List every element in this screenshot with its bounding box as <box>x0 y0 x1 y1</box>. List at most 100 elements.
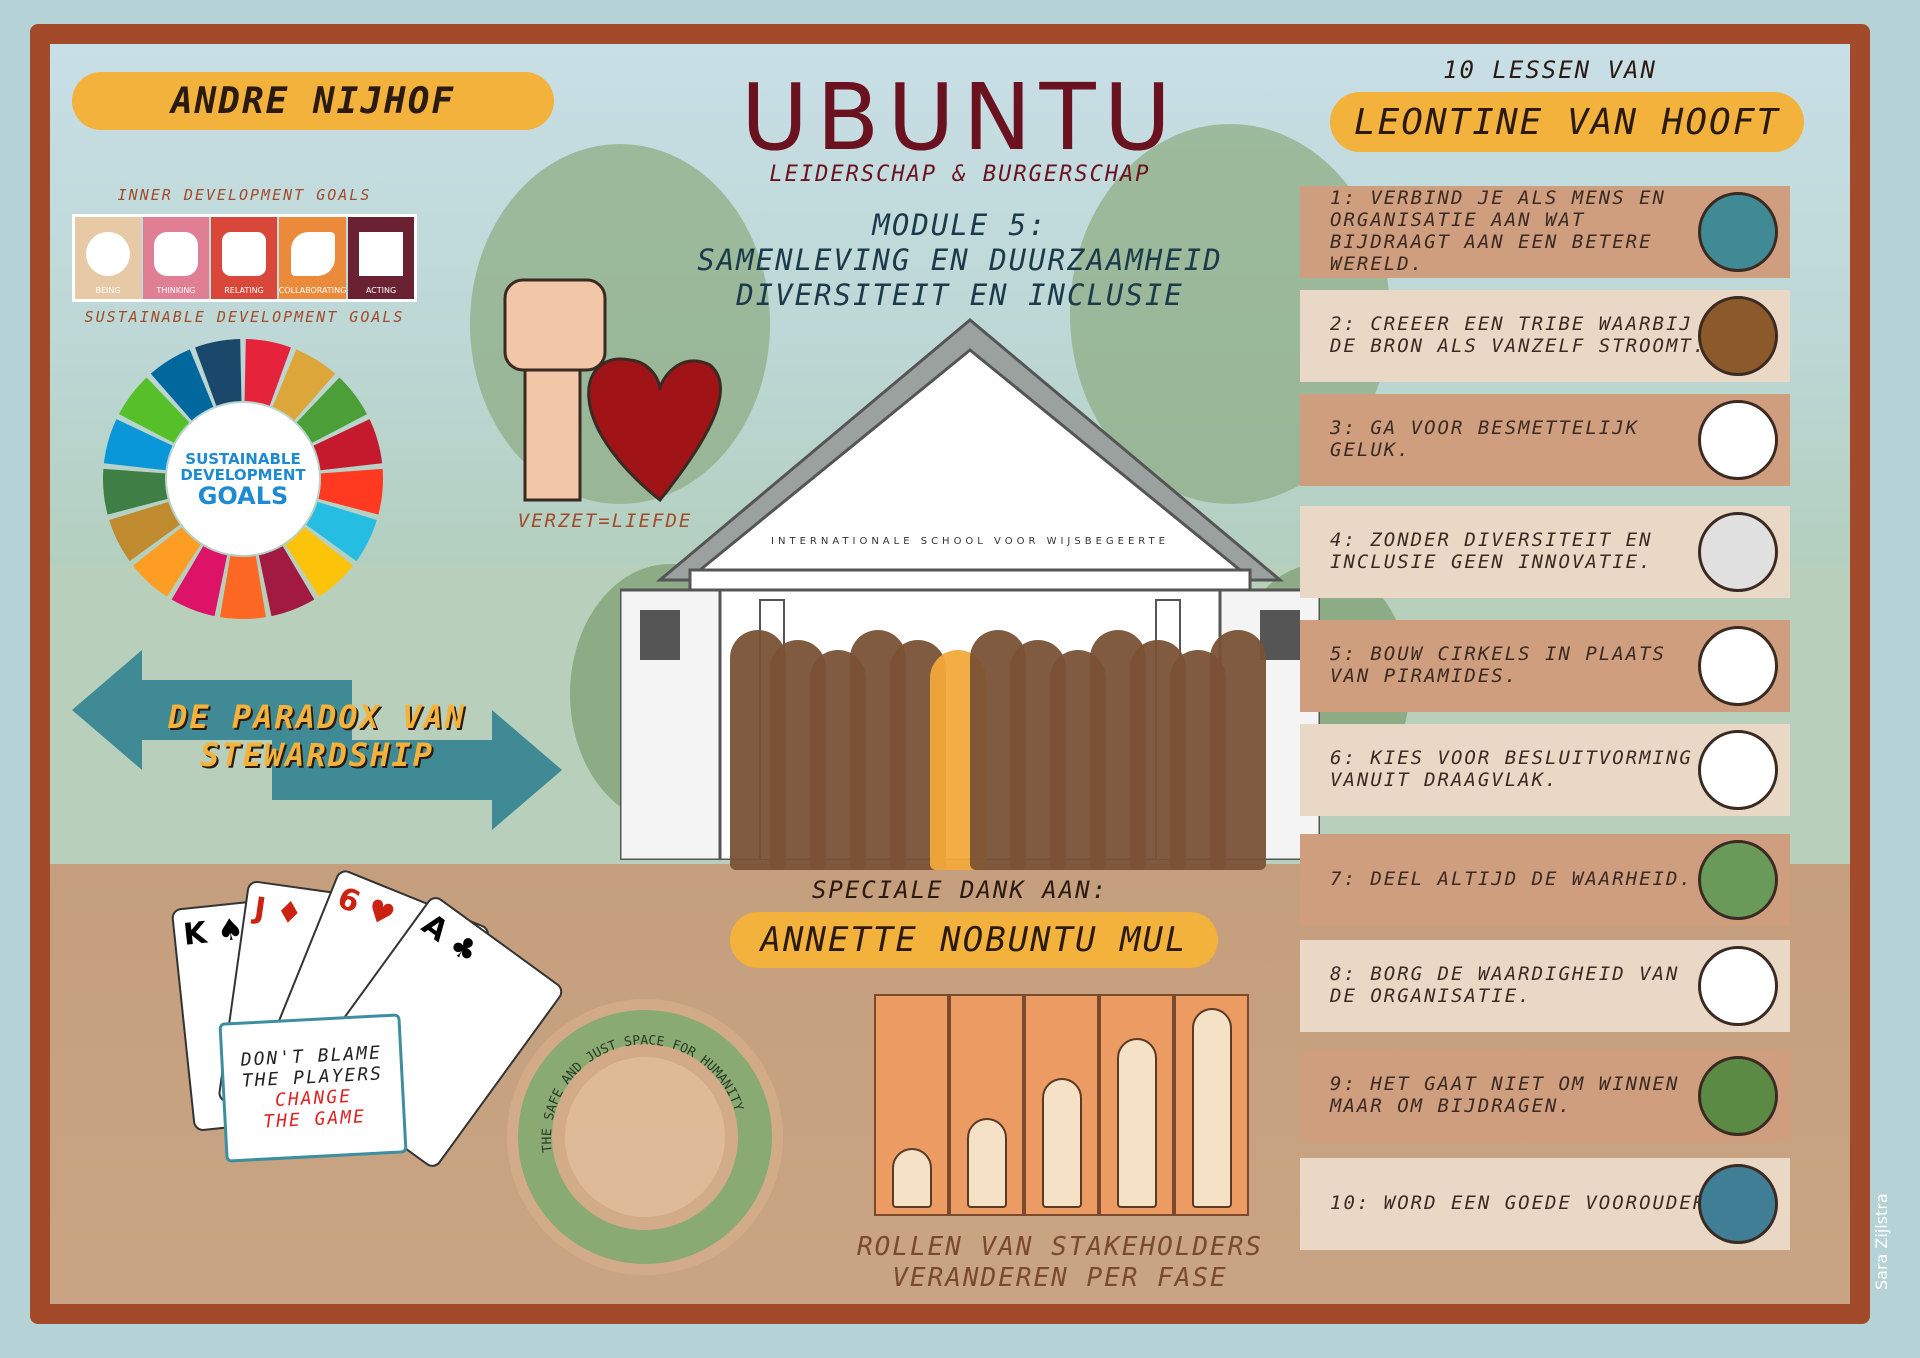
lesson-text: 4: ZONDER DIVERSITEIT EN INCLUSIE GEEN I… <box>1330 529 1653 573</box>
sdg-segment <box>132 527 201 597</box>
lesson-item: 3: GA VOOR BESMETTELIJK GELUK. <box>1300 394 1790 486</box>
lesson-item: 7: DEEL ALTIJD DE WAARHEID. <box>1300 834 1790 926</box>
idg-shape-icon <box>359 232 403 276</box>
doughnut-economics-graphic: THE SAFE AND JUST SPACE FOR HUMANITY <box>500 992 790 1282</box>
idg-box-relating: RELATING <box>211 217 277 299</box>
stakeholder-phases <box>874 994 1250 1220</box>
left-name: ANDRE NIJHOF <box>170 80 456 122</box>
lesson-item: 8: BORG DE WAARDIGHEID VAN DE ORGANISATI… <box>1300 940 1790 1032</box>
lessons-header: 10 LESSEN VAN <box>1443 56 1657 84</box>
water-jug-icon <box>1698 296 1778 376</box>
sdg-center-line1: SUSTAINABLE <box>185 450 301 468</box>
lesson-text: 6: KIES VOOR BESLUITVORMING VANUIT DRAAG… <box>1330 747 1693 791</box>
sdg-center-line2: DEVELOPMENT <box>180 465 306 484</box>
card-note-line4: THE GAME <box>262 1106 367 1133</box>
sdg-segment <box>171 546 228 617</box>
idg-shape-icon <box>222 232 266 276</box>
card-note: DON'T BLAME THE PLAYERS CHANGE THE GAME <box>218 1013 408 1163</box>
lesson-text: 8: BORG DE WAARDIGHEID VAN DE ORGANISATI… <box>1330 963 1680 1007</box>
sdg-segment <box>318 468 383 515</box>
sdg-center <box>167 403 319 555</box>
lesson-item: 9: HET GAAT NIET OM WINNEN MAAR OM BIJDR… <box>1300 1050 1790 1142</box>
paradox-arrow: DE PARADOX VAN STEWARDSHIP <box>72 650 562 830</box>
stakeholders-caption-line2: VERANDEREN PER FASE <box>892 1263 1228 1294</box>
phase-column-1 <box>874 994 949 1216</box>
sdg-wheel: SUSTAINABLE DEVELOPMENT GOALS <box>98 334 388 624</box>
sdg-segment <box>258 546 315 617</box>
idg-box-label: RELATING <box>224 286 264 295</box>
fist-heart-icon <box>503 278 722 503</box>
idg-label: INNER DEVELOPMENT GOALS <box>117 186 372 204</box>
lesson-text: 1: VERBIND JE ALS MENS EN ORGANISATIE AA… <box>1330 187 1666 275</box>
nesting-dolls-icon <box>1698 1164 1778 1244</box>
sdg-segment <box>306 501 377 562</box>
idg-box-label: BEING <box>95 286 121 295</box>
sdg-segment <box>244 339 291 406</box>
idg-box-label: THINKING <box>156 286 196 295</box>
lesson-text: 3: GA VOOR BESMETTELIJK GELUK. <box>1330 417 1640 461</box>
circles-icon <box>1698 626 1778 706</box>
sdg-segment <box>285 527 354 597</box>
phase-column-4 <box>1099 994 1174 1216</box>
paradox-line1: DE PARADOX VAN <box>168 698 466 736</box>
phase-column-3 <box>1024 994 1099 1216</box>
thanks-name: ANNETTE NOBUNTU MUL <box>760 920 1188 960</box>
idg-shape-icon <box>154 232 198 276</box>
sharing-icon <box>1698 840 1778 920</box>
module-heading: MODULE 5: SAMENLEVING EN DUURZAAMHEID DI… <box>600 208 1320 312</box>
module-line1: MODULE 5: <box>872 208 1048 242</box>
stakeholders-caption-line1: ROLLEN VAN STAKEHOLDERS <box>856 1232 1264 1262</box>
sdg-label: SUSTAINABLE DEVELOPMENT GOALS <box>84 308 405 326</box>
lesson-text: 7: DEEL ALTIJD DE WAARHEID. <box>1330 868 1693 891</box>
podium-icon <box>1698 1056 1778 1136</box>
idg-box-collaborating: COLLABORATING <box>279 217 346 299</box>
double-arrow-icon <box>72 650 562 830</box>
thanks-label: SPECIALE DANK AAN: <box>811 876 1109 904</box>
sdg-segment <box>272 349 336 421</box>
donut-text: THE SAFE AND JUST SPACE FOR HUMANITY <box>540 1033 746 1153</box>
person-figure <box>967 1118 1007 1208</box>
group-photo-silhouettes <box>730 610 1266 880</box>
idg-shape-icon <box>86 232 130 276</box>
donut-icon <box>507 999 783 1275</box>
lesson-text: 5: BOUW CIRKELS IN PLAATS VAN PIRAMIDES. <box>1330 643 1666 687</box>
phase-column-5 <box>1174 994 1249 1216</box>
sdg-center-text: SUSTAINABLE DEVELOPMENT GOALS <box>98 450 388 510</box>
paradox-line2: STEWARDSHIP <box>200 736 434 775</box>
sdg-segment <box>103 468 168 515</box>
lesson-item: 1: VERBIND JE ALS MENS EN ORGANISATIE AA… <box>1300 186 1790 278</box>
smiling-faces-icon <box>1698 400 1778 480</box>
idg-shape-icon <box>290 232 335 276</box>
idg-box-being: BEING <box>75 217 141 299</box>
phase-column-2 <box>949 994 1024 1216</box>
fist-heart-illustration <box>500 270 730 510</box>
sdg-segment <box>118 377 190 443</box>
sdg-segment <box>313 419 383 471</box>
sdg-wheel-graphic <box>103 339 383 619</box>
lesson-text: 9: HET GAAT NIET OM WINNEN MAAR OM BIJDR… <box>1330 1073 1680 1117</box>
globe-icon <box>1698 192 1778 272</box>
sdg-segment <box>296 377 368 443</box>
person-figure <box>1192 1008 1232 1208</box>
module-line3: DIVERSITEIT EN INCLUSIE <box>736 277 1184 312</box>
round-table-icon <box>1698 730 1778 810</box>
sdg-segment <box>195 339 242 406</box>
page-subtitle: LEIDERSCHAP & BURGERSCHAP <box>769 162 1151 187</box>
lesson-item: 6: KIES VOOR BESLUITVORMING VANUIT DRAAG… <box>1300 724 1790 816</box>
svg-text:THE SAFE AND JUST SPACE FOR HU: THE SAFE AND JUST SPACE FOR HUMANITY <box>540 1033 746 1153</box>
sdg-segment <box>109 501 180 562</box>
thanks-name-pill: ANNETTE NOBUNTU MUL <box>730 912 1218 968</box>
sdg-center-line3: GOALS <box>197 481 289 510</box>
fist-caption: VERZET=LIEFDE <box>517 510 693 532</box>
paradox-text: DE PARADOX VAN STEWARDSHIP <box>72 698 562 775</box>
lessons-author-pill: LEONTINE VAN HOOFT <box>1330 92 1804 152</box>
gears-icon <box>1698 512 1778 592</box>
lesson-text: 10: WORD EEN GOEDE VOOROUDER <box>1330 1192 1707 1215</box>
module-line2: SAMENLEVING EN DUURZAAMHEID <box>697 242 1223 277</box>
idg-box-thinking: THINKING <box>143 217 209 299</box>
person-figure <box>1042 1078 1082 1208</box>
sdg-segment <box>220 555 266 619</box>
person-figure <box>892 1148 932 1208</box>
signature-text: Sara Zijlstra <box>1872 1193 1891 1290</box>
